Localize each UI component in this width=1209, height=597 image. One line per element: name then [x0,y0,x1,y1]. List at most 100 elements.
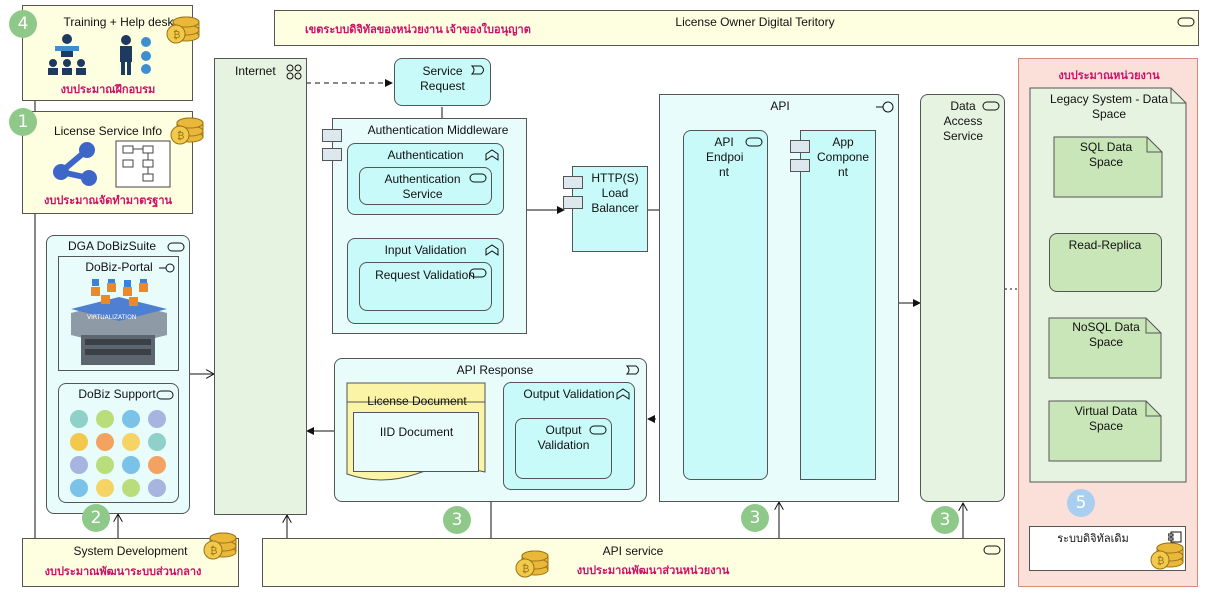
sql-shape [1053,136,1163,198]
function-icon [616,388,630,400]
api-box: API API Endpoi nt App Compone nt [659,94,899,502]
training-box: Training + Help desk งบประมาณฝึกอบรม [22,5,193,101]
badge-training: 4 [9,10,37,38]
service-icon [983,545,1001,555]
license-service-title: License Service Info [53,124,163,138]
load-balancer-box: HTTP(S) Load Balancer [572,166,648,252]
nosql-title: NoSQL Data Space [1072,320,1140,349]
support-box: DoBiz Support [58,383,179,503]
api-service-title: API service [602,544,664,558]
auth-middleware-title: Authentication Middleware [367,123,509,137]
auth-service-box: Authentication Service [359,167,492,205]
service-icon [982,101,1000,111]
agency-zone: งบประมาณหน่วยงาน Legacy System - Data Sp… [1018,58,1198,587]
badge-data-access: 3 [931,506,959,534]
badge-dga: 2 [82,504,110,532]
app-component-title: App Compone nt [816,135,870,179]
output-validation-title: Output Validation [537,423,590,452]
internet-title: Internet [235,64,276,78]
legacy-title: Legacy System - Data Space [1049,92,1169,121]
request-validation-title: Request Validation [375,268,475,282]
svg-text:₿: ₿ [173,29,180,41]
component-icon [1168,531,1182,543]
coin-stack-icon: ₿ [203,532,237,560]
replica-box: Read-Replica [1049,233,1162,292]
input-validation-title: Input Validation [384,243,467,257]
iid-doc-title: IID Document [379,425,454,439]
agency-budget: งบประมาณหน่วยงาน [1058,70,1160,82]
service-icon [156,390,174,400]
app-component-tab-top [790,140,810,153]
badge-api: 3 [741,504,769,532]
presenter-icon [48,34,86,75]
authentication-box: Authentication Authentication Service [347,143,504,215]
territory-title: License Owner Digital Teritory [675,15,835,29]
interface-icon [159,263,175,273]
service-request-box: Service Request [394,58,491,106]
virtualization-server-icon: VIRTUALIZATION [71,279,167,365]
component-tab-bottom [322,148,342,161]
system-dev-title: System Development [73,544,188,558]
app-component-box: App Compone nt [800,130,876,480]
internet-node: Internet [214,58,307,515]
portal-box: DoBiz-Portal VIRTUALIZATION [58,256,179,371]
output-validation-outer-box: Output Validation Output Validation [503,382,635,490]
support-title: DoBiz Support [78,387,156,401]
license-doc-title: License Document [367,394,467,408]
support-apps-grid-icon [70,410,166,497]
training-title: Training + Help desk [63,15,174,29]
request-validation-box: Request Validation [359,262,492,311]
auth-service-title: Authentication Service [384,172,461,201]
system-dev-budget: งบประมาณพัฒนาระบบส่วนกลาง [44,566,202,578]
api-service-budget: งบประมาณพัฒนาส่วนหน่วยงาน [576,565,730,577]
dga-title: DGA DoBizSuite [67,239,157,253]
network-share-icon [53,142,97,186]
lb-component-tab-top [563,176,583,189]
legacy-digital-title: ระบบดิจิทัลเดิม [1057,533,1129,545]
territory-thai: เขตระบบดิจิทัลของหน่วยงาน เจ้าของใบอนุญา… [305,24,531,36]
service-icon [469,268,487,278]
api-response-title: API Response [456,363,534,377]
system-dev-box: System Development งบประมาณพัฒนาระบบส่วน… [22,538,239,587]
service-icon [167,242,185,252]
virtual-title: Virtual Data Space [1074,404,1138,433]
checklist-person-icon [120,35,151,75]
service-icon [469,173,487,183]
virtualization-label: VIRTUALIZATION [87,314,136,321]
coin-stack-icon: ₿ [170,117,204,145]
badge-response: 3 [443,506,471,534]
svg-text:₿: ₿ [177,130,184,142]
data-access-title: Data Access Service [942,99,983,143]
nosql-shape [1048,317,1162,379]
coin-stack-icon: ₿ [515,550,549,578]
api-response-box: API Response License Document IID Docume… [334,358,647,502]
event-icon [626,365,639,375]
api-endpoint-box: API Endpoi nt [683,130,768,480]
iid-document-box: IID Document [353,412,479,472]
license-service-box: License Service Info งบประมาณจัดทำมาตรฐา… [22,111,193,214]
service-request-title: Service Request [420,64,465,93]
component-tab-top [322,129,342,142]
badge-license: 1 [9,108,37,136]
output-validation-outer-title: Output Validation [523,387,615,401]
svg-text:₿: ₿ [1157,555,1164,567]
interface-icon [876,101,894,113]
coin-stack-icon: ₿ [166,16,200,44]
function-icon [485,149,499,161]
flowchart-icon [115,140,171,188]
output-validation-box: Output Validation [515,418,612,479]
data-access-box: Data Access Service [920,94,1005,502]
auth-middleware-box: Authentication Middleware Authentication… [332,118,527,334]
territory-box: License Owner Digital Teritory เขตระบบดิ… [274,10,1199,46]
service-icon [1177,17,1195,27]
service-icon [745,137,763,147]
app-component-tab-bottom [790,159,810,172]
lb-component-tab-bottom [563,196,583,209]
coin-stack-icon: ₿ [1150,542,1184,570]
badge-legacy: 5 [1067,489,1095,517]
event-icon [471,65,484,75]
load-balancer-title: HTTP(S) Load Balancer [591,171,639,215]
license-budget: งบประมาณจัดทำมาตรฐาน [43,195,173,207]
function-icon [485,244,499,256]
replica-title: Read-Replica [1068,238,1142,252]
